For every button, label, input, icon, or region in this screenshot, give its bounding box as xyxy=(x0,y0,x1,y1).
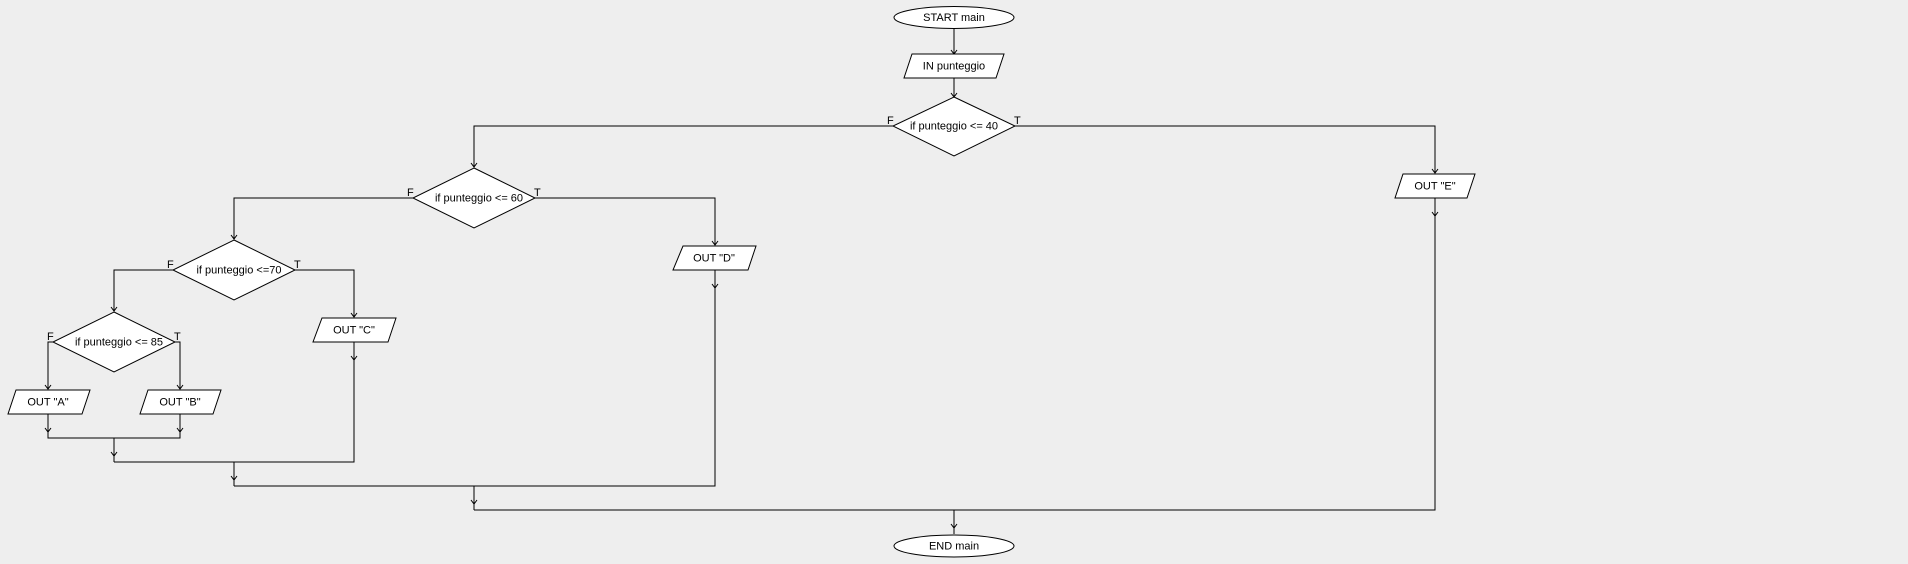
arrowhead xyxy=(711,283,719,289)
edge-decision-60-false xyxy=(233,197,413,239)
output-e-parallelogram-shape xyxy=(1394,173,1476,199)
arrowhead xyxy=(470,499,478,505)
output-node-b[interactable]: OUT "B" xyxy=(139,389,222,415)
decision-85-label: if punteggio <= 85 xyxy=(75,337,163,349)
output-d-parallelogram-shape xyxy=(672,245,757,271)
decision-85-diamond-shape xyxy=(51,311,177,373)
edge-decision-70-true xyxy=(295,269,355,317)
arrowhead xyxy=(1431,168,1439,174)
end-node[interactable]: END main xyxy=(893,534,1015,558)
decision-40-true-label: T xyxy=(1014,115,1021,127)
arrowhead xyxy=(110,306,118,312)
start-label: START main xyxy=(923,12,985,24)
edge-out-a-merge xyxy=(47,414,114,439)
start-terminator-shape xyxy=(893,6,1015,29)
decision-40-label: if punteggio <= 40 xyxy=(910,121,998,133)
arrowhead xyxy=(230,475,238,481)
decision-70-false-label: F xyxy=(167,259,174,271)
decision-60-false-label: F xyxy=(407,187,414,199)
end-label: END main xyxy=(929,541,979,553)
output-e-label: OUT "E" xyxy=(1414,181,1455,193)
arrowhead xyxy=(711,240,719,246)
decision-40-false-label: F xyxy=(887,115,894,127)
edge-out-b-merge xyxy=(114,414,181,439)
arrowhead xyxy=(176,384,184,390)
arrowhead xyxy=(44,384,52,390)
decision-70-diamond-shape xyxy=(171,239,297,301)
decision-85-true-label: T xyxy=(174,331,181,343)
output-b-label: OUT "B" xyxy=(159,397,200,409)
decision-60-diamond-shape xyxy=(411,167,537,229)
output-node-c[interactable]: OUT "C" xyxy=(312,317,397,343)
decision-node-40[interactable]: if punteggio <= 40 T F xyxy=(887,96,1021,157)
decision-40-diamond-shape xyxy=(891,96,1017,157)
output-c-parallelogram-shape xyxy=(312,317,397,343)
output-node-a[interactable]: OUT "A" xyxy=(7,389,91,415)
decision-60-true-label: T xyxy=(534,187,541,199)
edge-decision-40-true xyxy=(1015,125,1436,173)
edge-decision-60-true xyxy=(535,197,716,245)
arrowhead xyxy=(350,312,358,318)
output-a-label: OUT "A" xyxy=(27,397,68,409)
edge-decision-70-false xyxy=(113,269,173,311)
end-terminator-shape xyxy=(893,534,1015,558)
edge-out-c-merge xyxy=(234,342,355,463)
decision-85-false-label: F xyxy=(47,331,54,343)
decision-70-true-label: T xyxy=(294,259,301,271)
output-node-e[interactable]: OUT "E" xyxy=(1394,173,1476,199)
input-label: IN punteggio xyxy=(923,61,985,73)
arrowhead xyxy=(950,523,958,529)
output-d-label: OUT "D" xyxy=(693,253,735,265)
decision-70-label: if punteggio <=70 xyxy=(196,265,281,277)
decision-node-60[interactable]: if punteggio <= 60 T F xyxy=(407,167,541,229)
arrowhead xyxy=(1431,211,1439,217)
output-b-parallelogram-shape xyxy=(139,389,222,415)
edge-decision-85-true xyxy=(175,341,181,389)
arrowhead xyxy=(230,234,238,240)
decision-node-85[interactable]: if punteggio <= 85 T F xyxy=(47,311,181,373)
edge-decision-40-false xyxy=(473,125,893,167)
arrowheads xyxy=(44,49,1439,529)
decision-60-label: if punteggio <= 60 xyxy=(435,193,523,205)
arrowhead xyxy=(176,427,184,433)
input-parallelogram-shape xyxy=(903,53,1005,79)
start-node[interactable]: START main xyxy=(893,6,1015,29)
output-node-d[interactable]: OUT "D" xyxy=(672,245,757,271)
decision-node-70[interactable]: if punteggio <=70 T F xyxy=(167,239,301,301)
connectors xyxy=(47,28,1436,534)
output-c-label: OUT "C" xyxy=(333,325,375,337)
edge-out-e-merge xyxy=(954,198,1436,511)
output-a-parallelogram-shape xyxy=(7,389,91,415)
arrowhead xyxy=(470,162,478,168)
edge-out-d-merge xyxy=(474,270,716,487)
arrowhead xyxy=(44,427,52,433)
input-node[interactable]: IN punteggio xyxy=(903,53,1005,79)
arrowhead xyxy=(350,355,358,361)
edge-decision-85-false xyxy=(47,341,53,389)
arrowhead xyxy=(110,451,118,457)
